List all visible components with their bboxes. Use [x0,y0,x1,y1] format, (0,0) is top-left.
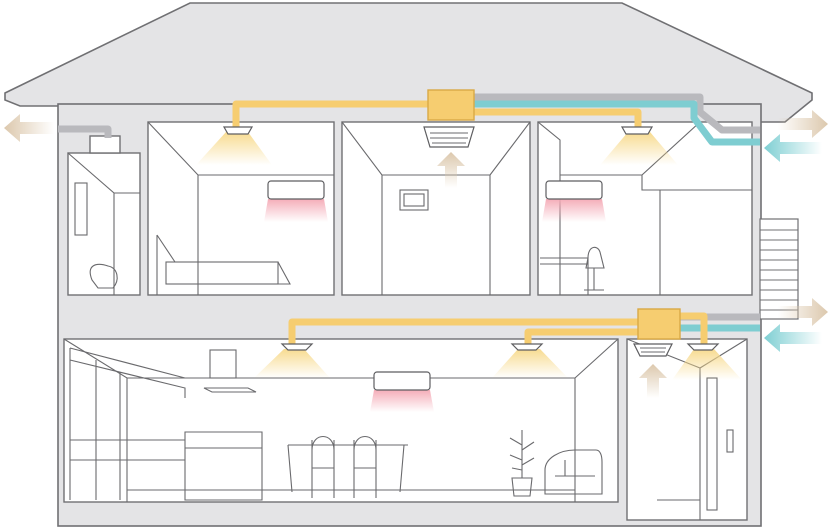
wall-air-conditioner-icon [264,181,328,222]
intake-arrow-icon [764,324,822,352]
toilet-tank [90,136,120,153]
room-upper-toilet [68,136,140,295]
return-grille-icon [424,127,474,147]
lower-floor [64,339,747,520]
wall-air-conditioner-icon [370,372,434,412]
return-grille-icon [634,344,672,356]
ventilation-unit-upper [428,90,474,120]
ventilation-unit-lower [638,309,680,339]
side-slats [760,219,798,319]
room-upper-hall [342,122,530,295]
exhaust-arrow-icon [4,114,54,142]
intake-arrow-icon [764,134,822,162]
wall-air-conditioner-icon [542,181,606,222]
